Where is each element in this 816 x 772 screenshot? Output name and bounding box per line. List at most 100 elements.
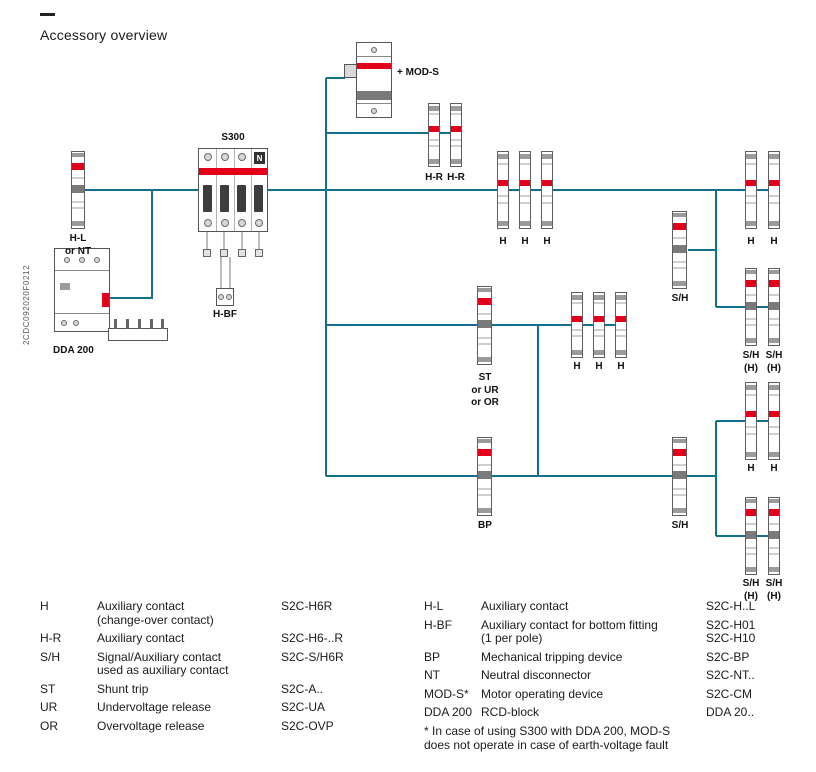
- s300-breaker: N: [198, 148, 268, 232]
- screw-icon: [226, 294, 232, 300]
- toggle-lever: [254, 185, 263, 212]
- legend-abbr: ST: [40, 681, 56, 696]
- label-hr: H-R: [425, 172, 443, 183]
- rcd-screws-bottom: [61, 320, 79, 326]
- legend-abbr: OR: [40, 718, 58, 733]
- legend-abbr: MOD-S*: [424, 686, 469, 701]
- screw-icon: [220, 153, 229, 161]
- legend-right: H-L Auxiliary contact S2C-H..L H-BF Auxi…: [424, 599, 756, 720]
- busbar-pin: [161, 319, 164, 329]
- aux-contact-h: [745, 151, 757, 229]
- legend-desc: Auxiliary contact for bottom fitting (1 …: [481, 617, 658, 646]
- legend-abbr: H-BF: [424, 617, 452, 632]
- screw-icon: [203, 219, 212, 227]
- label-h: H: [747, 463, 755, 474]
- label-h: H: [770, 236, 778, 247]
- legend-abbr: BP: [424, 649, 441, 664]
- mods-bottom-flange: [357, 103, 391, 117]
- legend-part: S2C-H..L: [706, 599, 756, 613]
- aux-contact-h: [519, 151, 531, 229]
- abb-dash-mark: [40, 13, 55, 16]
- legend-desc: Shunt trip: [97, 681, 149, 696]
- screw-icon: [73, 320, 79, 326]
- legend-part: S2C-BP: [706, 649, 750, 664]
- screw-icon: [218, 294, 224, 300]
- aux-contact-h: [497, 151, 509, 229]
- legend-abbr: H: [40, 599, 49, 613]
- label-sh: S/H: [671, 293, 689, 304]
- legend-desc: Undervoltage release: [97, 700, 212, 715]
- rcd-window: [60, 283, 70, 290]
- pole-divider: [251, 149, 252, 231]
- label-sh: S/H: [671, 520, 689, 531]
- legend-desc: Signal/Auxiliary contact used as auxilia…: [97, 649, 229, 678]
- dark-band: [357, 91, 391, 100]
- terminal-block: [220, 249, 228, 257]
- label-h: H: [573, 361, 581, 372]
- busbar-pin: [150, 319, 153, 329]
- label-h: H: [747, 236, 755, 247]
- legend-part: S2C-H6-..R: [281, 631, 344, 646]
- aux-contact-hr: [428, 103, 440, 167]
- label-hbf: H-BF: [213, 309, 237, 320]
- screw-icon: [254, 219, 263, 227]
- signal-contact-shh: [745, 497, 757, 575]
- screw-icon: [237, 219, 246, 227]
- terminal-wires: [206, 232, 260, 288]
- busbar-pin: [114, 319, 117, 329]
- label-st-ur-or: ST or UR or OR: [471, 372, 499, 408]
- label-dda200: DDA 200: [53, 345, 94, 356]
- legend-desc: Auxiliary contact: [481, 599, 569, 613]
- legend-part: S2C-OVP: [281, 718, 334, 733]
- dda200-busbar-base: [108, 328, 168, 341]
- screw-icon: [237, 153, 246, 161]
- signal-contact-shh: [745, 268, 757, 346]
- pole-divider: [234, 149, 235, 231]
- legend-desc: RCD-block: [481, 705, 540, 720]
- legend-part: S2C-H6R: [281, 599, 333, 613]
- label-h: H: [595, 361, 603, 372]
- label-h: H: [499, 236, 507, 247]
- legend-part: S2C-CM: [706, 686, 753, 701]
- aux-contact-h: [745, 382, 757, 460]
- label-h: H: [521, 236, 529, 247]
- aux-contact-h: [615, 292, 627, 358]
- label-shh: S/H (H): [765, 350, 783, 374]
- aux-contact-hr: [450, 103, 462, 167]
- legend-left: H Auxiliary contact (change-over contact…: [40, 599, 344, 733]
- legend-desc: Auxiliary contact: [97, 631, 185, 646]
- toggle-lever: [220, 185, 229, 212]
- label-shh: S/H (H): [765, 578, 783, 602]
- mods-top-flange: [357, 43, 391, 57]
- signal-contact-shh: [768, 268, 780, 346]
- legend-abbr: UR: [40, 700, 58, 715]
- signal-contact-sh: [672, 211, 687, 289]
- toggle-lever: [203, 185, 212, 212]
- rcd-divider: [55, 313, 109, 314]
- page-title: Accessory overview: [40, 27, 168, 43]
- signal-contact-sh: [672, 437, 687, 516]
- screw-icon: [203, 153, 212, 161]
- aux-contact-h: [593, 292, 605, 358]
- tripping-device-bp: [477, 437, 492, 516]
- aux-contact-h: [768, 151, 780, 229]
- breaker-toggles: [199, 185, 267, 212]
- legend-part: S2C-A..: [281, 681, 324, 696]
- legend-abbr: NT: [424, 668, 440, 683]
- legend-part: S2C-UA: [281, 700, 326, 715]
- label-s300: S300: [221, 132, 245, 143]
- neutral-pole-marker: N: [254, 152, 265, 164]
- rcd-test-button: [102, 293, 109, 307]
- label-h: H: [770, 463, 778, 474]
- legend-part: S2C-NT..: [706, 668, 755, 683]
- legend-desc: Motor operating device: [481, 686, 604, 701]
- screw-icon: [63, 256, 70, 263]
- screw-icon: [371, 107, 377, 114]
- legend-abbr: H-R: [40, 631, 62, 646]
- legend-abbr: S/H: [40, 649, 61, 664]
- label-shh: S/H (H): [742, 578, 760, 602]
- aux-contact-h: [768, 382, 780, 460]
- terminal-block: [255, 249, 263, 257]
- terminal-block: [203, 249, 211, 257]
